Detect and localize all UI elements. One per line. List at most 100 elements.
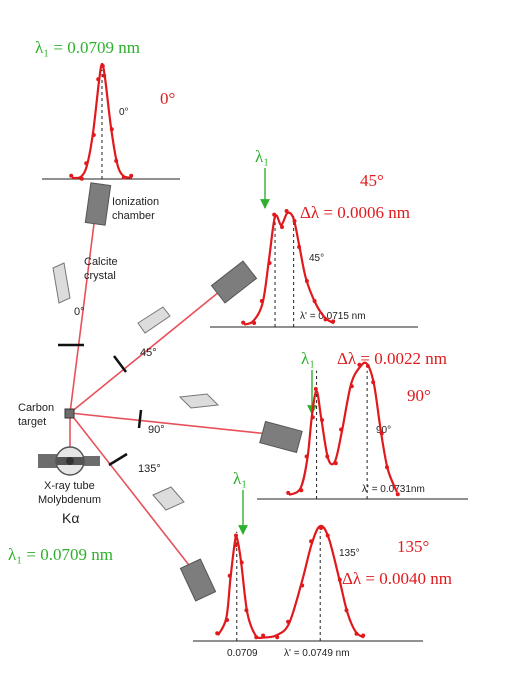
beam-90-label: 90° — [148, 424, 165, 436]
slit-45deg — [113, 355, 127, 373]
angle-90-red: 90° — [407, 386, 431, 405]
data-point-45deg-10 — [312, 299, 317, 303]
series-line-45deg — [243, 211, 335, 326]
data-point-135deg-17 — [354, 631, 359, 636]
data-point-0deg-9 — [121, 175, 126, 180]
calcite-crystals — [52, 262, 220, 511]
series-line-0deg — [71, 62, 133, 180]
data-point-135deg-0 — [215, 631, 220, 636]
chamber-135deg — [179, 558, 217, 602]
data-point-90deg-5 — [320, 418, 324, 422]
data-point-90deg-15 — [395, 492, 400, 497]
data-point-45deg-3 — [267, 261, 272, 265]
data-point-0deg-4 — [96, 77, 101, 82]
data-point-135deg-5 — [239, 560, 244, 565]
data-point-90deg-4 — [313, 387, 318, 391]
slit-marks — [58, 343, 143, 467]
data-point-45deg-6 — [284, 209, 289, 213]
data-point-90deg-9 — [349, 384, 354, 389]
xray-tube-label: X-ray tube — [44, 480, 95, 492]
data-point-45deg-0 — [241, 320, 246, 325]
data-point-90deg-2 — [304, 454, 309, 459]
data-point-90deg-3 — [310, 415, 315, 420]
angle-45-red: 45° — [360, 171, 384, 190]
data-point-0deg-6 — [102, 73, 107, 78]
data-point-45deg-5 — [280, 225, 284, 229]
chart-marks — [69, 62, 400, 641]
data-point-45deg-8 — [297, 245, 302, 249]
data-point-0deg-7 — [109, 127, 114, 132]
data-point-135deg-10 — [286, 619, 291, 624]
crystal-45deg — [137, 306, 171, 334]
data-point-0deg-5 — [100, 64, 105, 68]
carbon-target — [64, 408, 75, 419]
data-point-90deg-12 — [371, 380, 376, 385]
beam-45-label: 45° — [140, 347, 157, 359]
beam-90deg — [69, 412, 280, 440]
angle-0-red: 0° — [160, 89, 175, 108]
data-point-0deg-2 — [84, 161, 89, 166]
data-point-90deg-6 — [325, 454, 330, 459]
data-point-45deg-4 — [272, 212, 277, 217]
chamber-label: chamber — [112, 210, 155, 222]
data-point-135deg-15 — [337, 577, 342, 582]
data-point-135deg-4 — [234, 533, 238, 538]
data-point-90deg-1 — [299, 488, 304, 493]
data-point-0deg-10 — [129, 173, 134, 178]
beam-45deg — [69, 282, 231, 414]
data-point-90deg-14 — [385, 465, 389, 470]
data-point-45deg-1 — [252, 321, 257, 325]
data-point-45deg-11 — [323, 317, 328, 322]
chamber-0deg — [84, 182, 112, 226]
delta-90-label: Δλ = 0.0022 nm — [337, 349, 447, 368]
lambda1-45-label: λ₁ — [255, 147, 269, 166]
plot-90-angle-label: 90° — [376, 425, 391, 436]
plot-45-lambda-label: λ' = 0.0715 nm — [300, 311, 366, 322]
data-point-135deg-8 — [261, 633, 266, 638]
spectrum-135deg: 135° 0.0709 λ' = 0.0749 nm — [193, 548, 423, 659]
plot-0-angle-label: 0° — [119, 107, 129, 118]
spectrum-90deg: 90° λ' = 0.0731nm — [257, 425, 468, 500]
ionization-chambers — [84, 182, 303, 602]
plot-135-angle-label: 135° — [339, 548, 360, 559]
data-point-90deg-8 — [339, 427, 344, 432]
data-point-135deg-14 — [325, 533, 330, 538]
calcite-label: Calcite — [84, 256, 118, 268]
kalpha-label: Kα — [62, 510, 79, 526]
data-point-45deg-2 — [259, 299, 264, 303]
data-point-45deg-9 — [304, 279, 309, 283]
data-point-0deg-8 — [114, 158, 119, 163]
data-point-135deg-9 — [275, 635, 280, 640]
data-point-90deg-11 — [365, 364, 370, 368]
chamber-45deg — [210, 260, 258, 304]
data-point-135deg-2 — [227, 573, 232, 578]
data-point-135deg-16 — [344, 608, 349, 613]
lambda1-top-label: λ₁ = 0.0709 nm — [35, 38, 140, 57]
spectrum-0deg: 0° — [42, 107, 180, 180]
plot-135-tick-label: 0.0709 — [227, 648, 258, 659]
data-point-0deg-3 — [91, 133, 96, 137]
plot-45-angle-label: 45° — [309, 253, 324, 264]
spectrum-45deg: 45° λ' = 0.0715 nm — [210, 253, 418, 328]
series-line-90deg — [288, 361, 399, 496]
data-point-90deg-13 — [379, 431, 384, 436]
xray-tube-icon — [38, 446, 100, 476]
data-point-0deg-0 — [69, 173, 74, 178]
data-point-135deg-7 — [254, 635, 259, 640]
slit-90deg — [137, 409, 143, 429]
series-line-135deg — [217, 524, 365, 640]
data-point-135deg-6 — [244, 608, 249, 613]
data-point-135deg-12 — [309, 539, 314, 544]
data-point-135deg-1 — [225, 618, 230, 622]
plot-90-lambda-label: λ' = 0.0731nm — [362, 484, 425, 495]
plot-135-lambda-label: λ' = 0.0749 nm — [284, 648, 350, 659]
delta-45-label: Δλ = 0.0006 nm — [300, 203, 410, 222]
crystal-90deg — [178, 393, 220, 409]
data-point-135deg-13 — [319, 526, 323, 530]
data-point-135deg-18 — [361, 633, 366, 638]
data-point-0deg-1 — [79, 176, 84, 181]
beam-0-label: 0° — [74, 306, 85, 318]
data-point-45deg-12 — [331, 319, 336, 324]
beam-0deg — [69, 198, 102, 414]
crystal-label: crystal — [84, 270, 116, 282]
